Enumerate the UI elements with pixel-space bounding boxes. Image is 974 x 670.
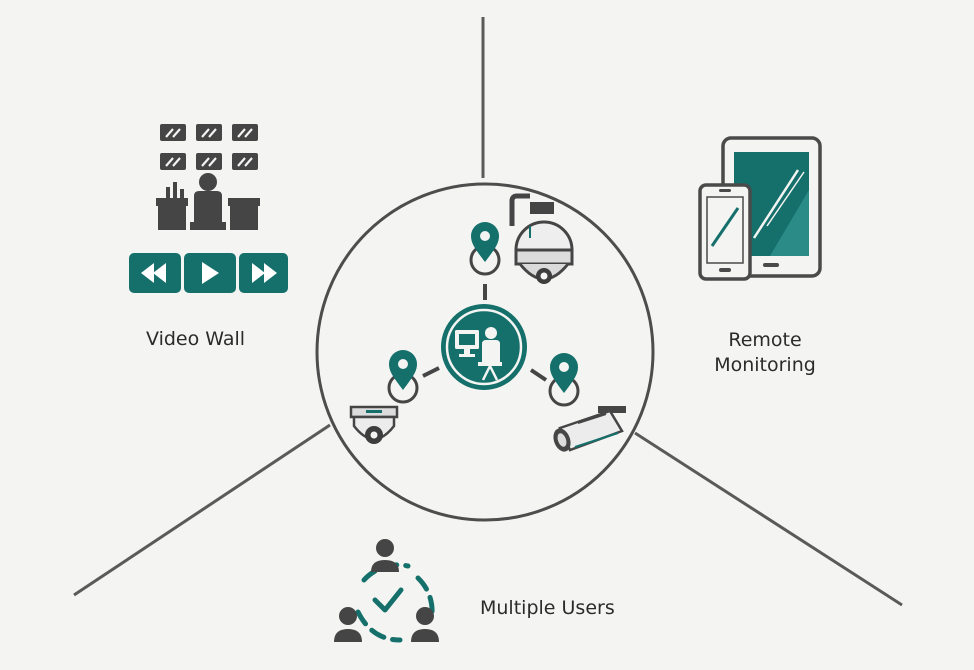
connector-lines: [422, 284, 548, 382]
divider-left: [73, 423, 331, 597]
rewind-icon[interactable]: [129, 253, 181, 293]
location-pin-icon: [469, 222, 501, 276]
ptz-camera-icon: [509, 193, 574, 284]
operator-desk-icon: [156, 173, 260, 230]
video-wall-label: Video Wall: [146, 328, 246, 350]
dome-camera-icon: [349, 405, 399, 444]
media-controls: [129, 253, 288, 293]
remote-monitoring-label-line1: Remote: [728, 329, 802, 351]
location-pin-icon: [548, 353, 580, 407]
users-cycle-icon: [334, 539, 439, 643]
divider-right: [634, 431, 903, 607]
remote-monitoring-label-line2: Monitoring: [714, 354, 816, 376]
play-icon[interactable]: [184, 253, 236, 293]
smartphone-icon: [698, 183, 752, 281]
multiple-users-label: Multiple Users: [480, 597, 615, 619]
checkmark-icon: [372, 587, 404, 613]
center-hub-circle: [315, 182, 655, 522]
fast-forward-icon[interactable]: [239, 253, 288, 293]
bullet-camera-icon: [553, 406, 626, 452]
location-pin-icon: [387, 350, 419, 404]
remote-monitoring-label: Remote Monitoring: [700, 328, 830, 378]
operator-workstation-icon: [441, 304, 527, 390]
monitor-grid-icon: [160, 124, 258, 170]
